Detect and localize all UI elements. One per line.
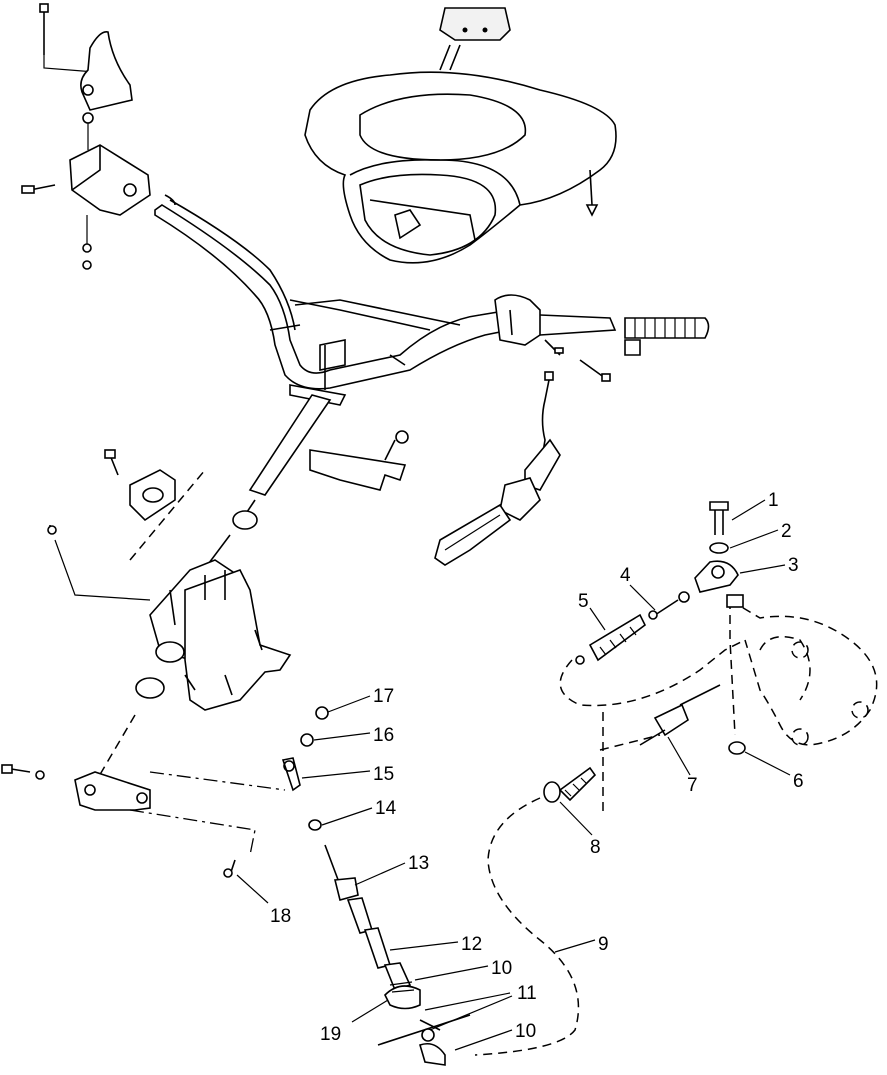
callout-6: 6 — [793, 771, 804, 792]
callout-14: 14 — [375, 798, 397, 819]
handlebar — [154, 194, 710, 390]
left-bracket-assembly — [21, 3, 151, 270]
callout-9: 9 — [598, 934, 609, 955]
steering-arm — [1, 764, 286, 878]
headlight-pod — [304, 7, 617, 264]
callout-7: 7 — [687, 775, 698, 796]
steering-support — [47, 449, 292, 801]
callout-16: 16 — [373, 725, 394, 746]
callout-12: 12 — [461, 934, 482, 955]
callout-15: 15 — [373, 764, 394, 785]
callouts: 1 2 3 4 5 6 7 8 9 10 10 11 12 13 14 15 — [236, 490, 804, 1051]
callout-3: 3 — [788, 555, 799, 576]
callout-18: 18 — [270, 906, 291, 927]
callout-5: 5 — [578, 591, 589, 612]
throttle-cable-assembly — [281, 501, 878, 1066]
callout-13: 13 — [408, 853, 429, 874]
callout-10-upper: 10 — [491, 958, 512, 979]
callout-8: 8 — [590, 837, 601, 858]
callout-10-lower: 10 — [515, 1021, 536, 1042]
callout-2: 2 — [781, 521, 792, 542]
callout-4: 4 — [620, 565, 631, 586]
steering-post — [199, 384, 409, 576]
callout-19: 19 — [320, 1024, 341, 1045]
lanyard — [434, 371, 561, 566]
callout-1: 1 — [768, 490, 779, 511]
callout-17: 17 — [373, 686, 394, 707]
callout-11: 11 — [517, 983, 537, 1004]
